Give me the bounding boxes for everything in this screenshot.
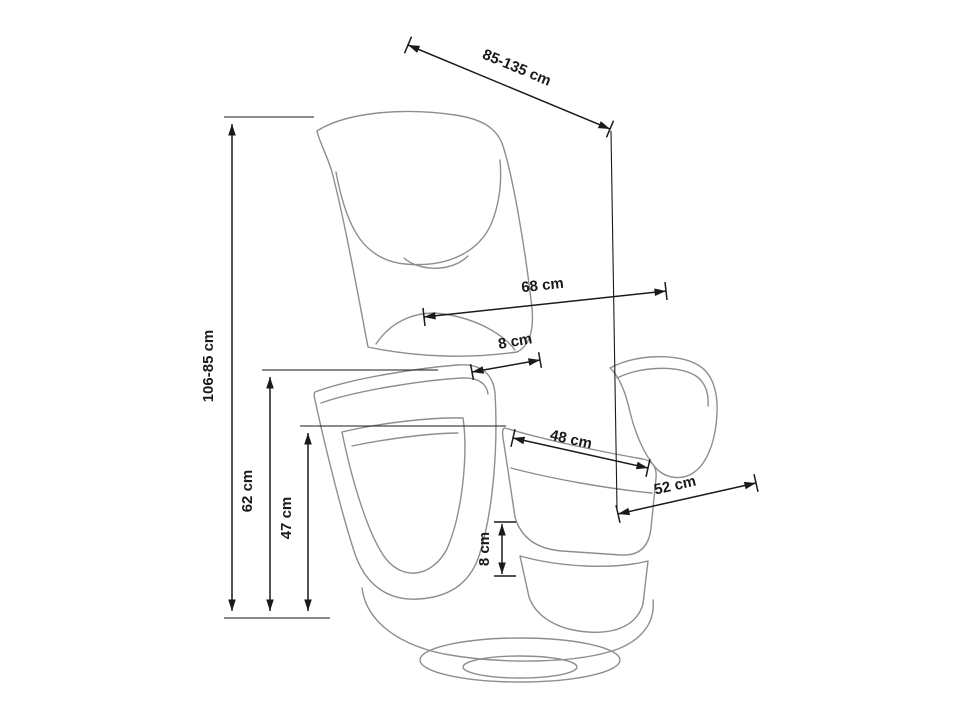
chair-headrest-bottom-curve bbox=[403, 255, 469, 269]
dim-seat-width-line bbox=[512, 436, 649, 470]
dim-label-armrest-top-width: 8 cm bbox=[497, 330, 534, 353]
dim-armrest-top-width-line bbox=[471, 358, 541, 374]
dim-reach-tick-end bbox=[605, 120, 615, 138]
dim-label-reach: 85-135 cm bbox=[480, 46, 554, 90]
dim-armrest-top-width-tick-start bbox=[469, 363, 475, 381]
dim-total-height: 106-85 cm bbox=[200, 116, 330, 619]
dim-label-seat-height: 47 cm bbox=[278, 497, 295, 540]
chair-base-bowl bbox=[361, 587, 654, 662]
chair-left-armrest-pocket-seam bbox=[351, 432, 459, 447]
dim-seat-depth-tick-start bbox=[615, 505, 621, 523]
dim-reach-line bbox=[407, 44, 611, 130]
dim-label-seat-depth: 52 cm bbox=[652, 473, 697, 499]
dim-back-width: 68 cm bbox=[422, 275, 668, 327]
chair-base-plate-inner bbox=[462, 655, 578, 679]
chair-footrest-outline bbox=[519, 555, 649, 633]
dim-seat-depth-line bbox=[617, 481, 757, 516]
chair-right-armrest-outline bbox=[609, 356, 718, 479]
chair-drawing bbox=[313, 110, 718, 683]
dim-back-width-tick-start bbox=[422, 307, 426, 327]
chair-headrest-seam bbox=[335, 159, 502, 266]
dim-reach-tick-start bbox=[403, 36, 413, 54]
chair-right-armrest-top-band bbox=[616, 367, 709, 407]
dim-armrest-top-width: 8 cm bbox=[469, 330, 543, 381]
dim-seat-depth-tick-end bbox=[753, 474, 759, 492]
dim-armrest-height: 62 cm bbox=[239, 369, 438, 611]
dim-label-footrest-thickness: 8 cm bbox=[476, 532, 493, 566]
dim-back-width-tick-end bbox=[664, 281, 668, 301]
dim-label-armrest-height: 62 cm bbox=[239, 470, 256, 513]
dim-armrest-top-width-tick-end bbox=[537, 351, 543, 369]
dim-seat-width-tick-start bbox=[510, 429, 516, 447]
chair-left-armrest-panel bbox=[341, 417, 466, 574]
dim-seat-width: 48 cm bbox=[510, 427, 651, 477]
dim-back-width-line bbox=[423, 288, 667, 320]
chair-base-plate bbox=[419, 637, 621, 683]
dim-footrest-thickness: 8 cm bbox=[476, 521, 516, 577]
chair-left-armrest-outline bbox=[313, 364, 497, 600]
dim-label-back-width: 68 cm bbox=[520, 275, 564, 296]
dim-seat-width-tick-end bbox=[645, 459, 651, 477]
dim-vertical-reference-line bbox=[610, 130, 618, 509]
dim-seat-height: 47 cm bbox=[278, 425, 506, 611]
chair-left-armrest-top-band bbox=[320, 377, 489, 404]
dim-label-total-height: 106-85 cm bbox=[200, 330, 217, 403]
